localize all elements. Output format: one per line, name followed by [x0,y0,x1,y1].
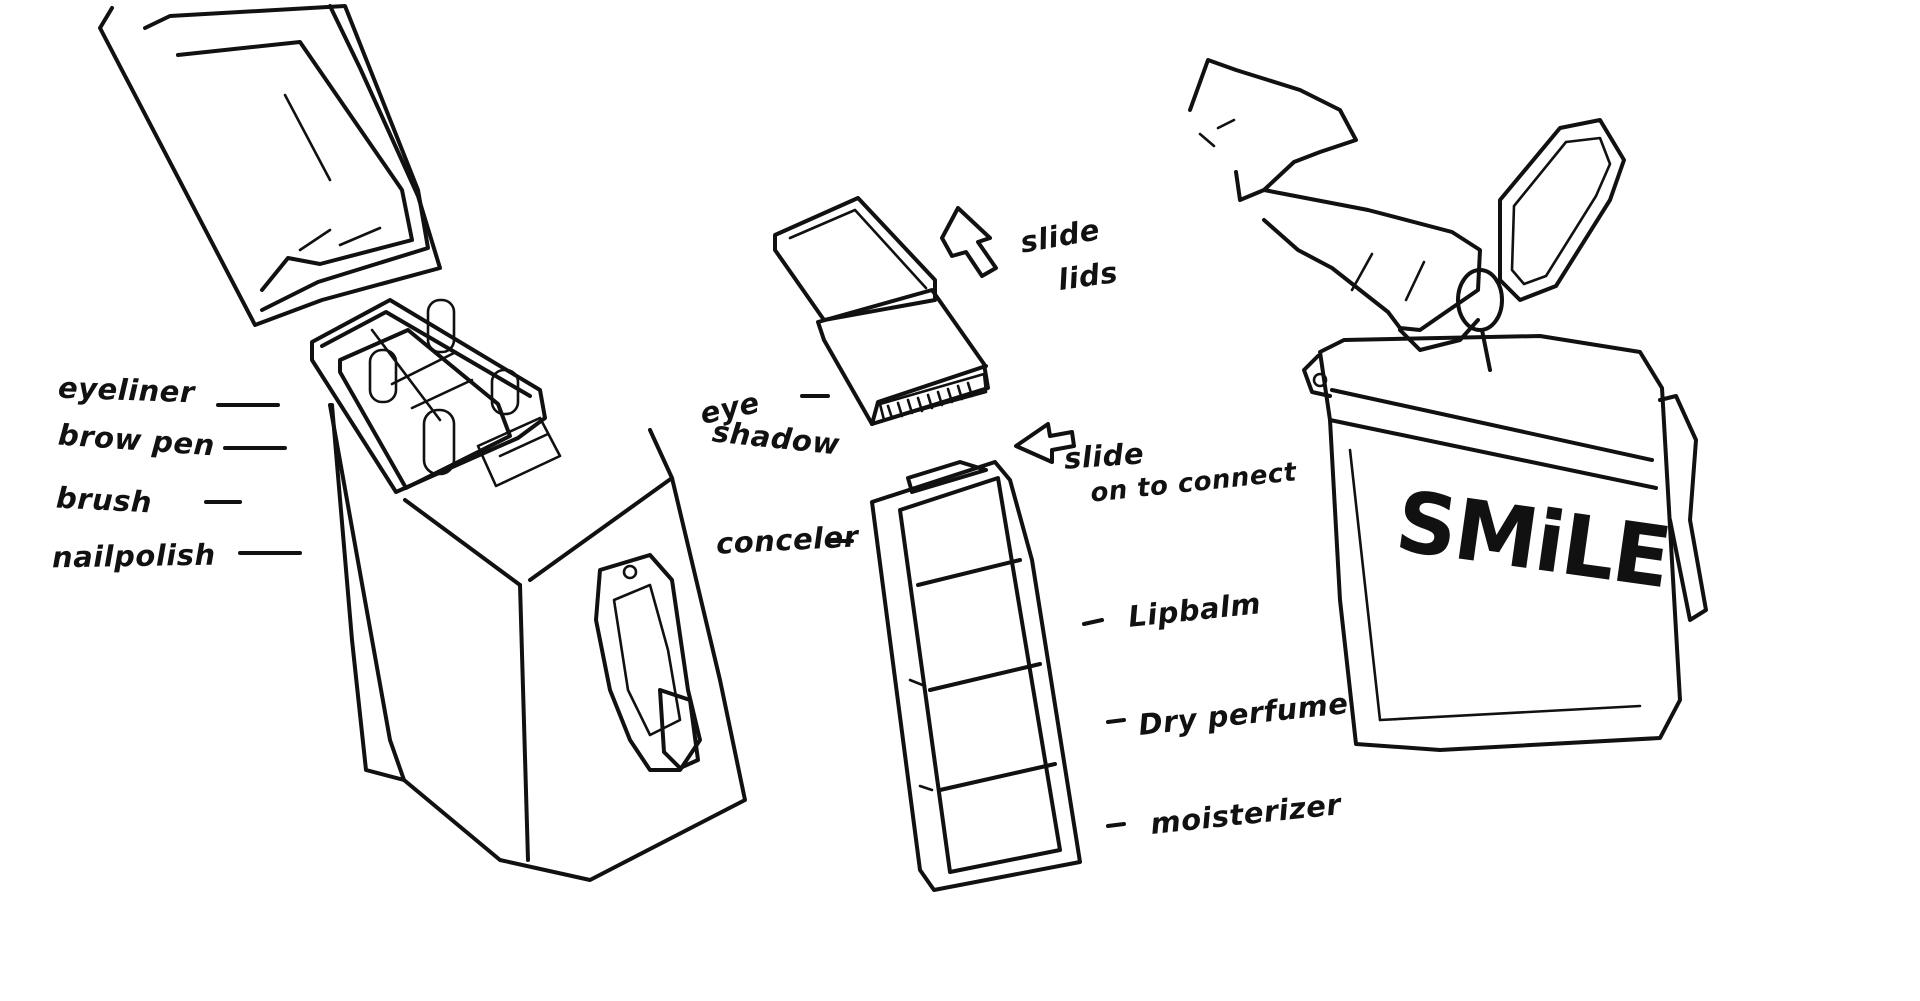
label-nailpolish: nailpolish [51,537,216,575]
label-lids: lids [1055,255,1120,298]
label-conceler: conceler [715,519,860,561]
label-brush: brush [55,480,153,520]
leader-lines [204,394,1126,828]
label-slide-connect-1: slide [1062,436,1146,476]
makeup-case-drawing [98,4,747,882]
bag-drawing [1188,58,1708,752]
stack-tower-drawing [870,460,1082,892]
eyeshadow-module-drawing [773,196,1076,464]
label-eyeliner: eyeliner [57,370,196,410]
